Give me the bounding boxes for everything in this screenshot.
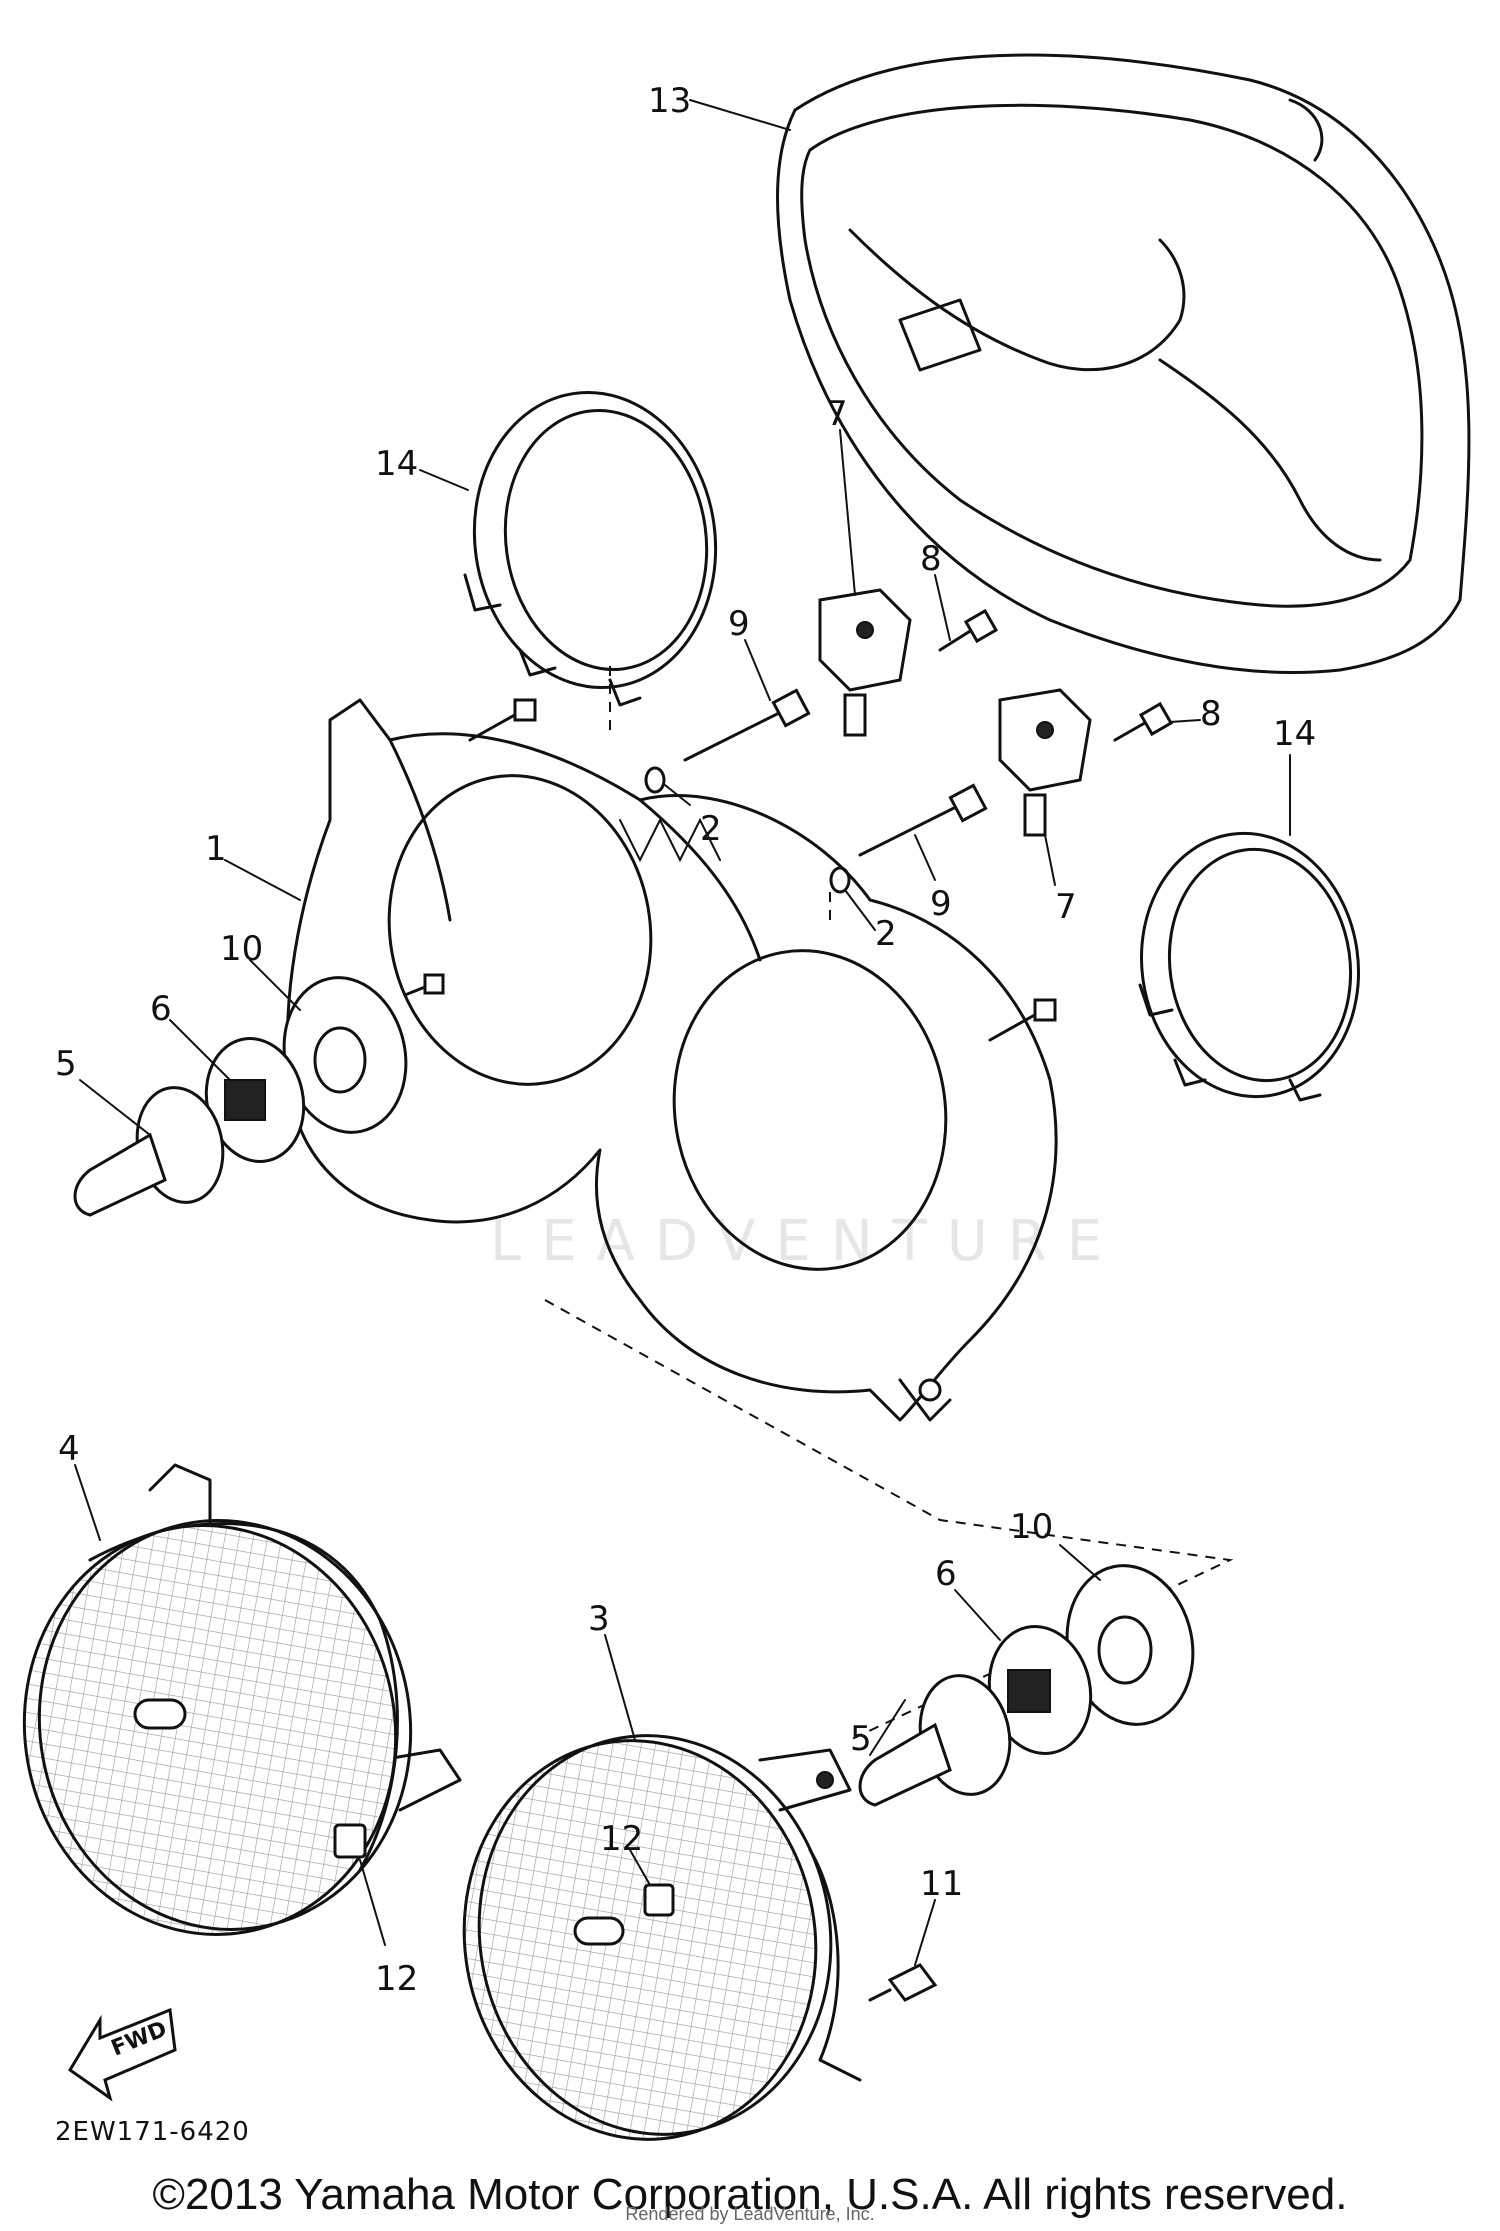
callout-14-right: 14 bbox=[1273, 714, 1316, 754]
callout-7-upper: 7 bbox=[826, 394, 848, 434]
callout-8-upper: 8 bbox=[920, 539, 942, 579]
callout-10-right: 10 bbox=[1010, 1507, 1053, 1547]
watermark: LEADVENTURE bbox=[490, 1209, 1122, 1274]
case-bolts bbox=[403, 698, 1057, 1042]
part-5-bulb-left bbox=[73, 1086, 225, 1217]
callout-5-right: 5 bbox=[850, 1719, 872, 1759]
part-10-cover-right bbox=[1065, 1564, 1195, 1726]
callout-9-lower: 9 bbox=[930, 884, 952, 924]
callout-1: 1 bbox=[205, 829, 227, 869]
callout-4: 4 bbox=[58, 1429, 80, 1469]
callout-12-left: 12 bbox=[375, 1959, 418, 1999]
leader-lines bbox=[74, 99, 1291, 1966]
callout-labels: 13 14 7 8 9 2 1 10 6 5 8 14 9 2 7 4 3 10… bbox=[55, 81, 1316, 1999]
part-13-cowl bbox=[776, 53, 1471, 675]
callout-12-right: 12 bbox=[600, 1819, 643, 1859]
part-8-screw-lower bbox=[1113, 701, 1174, 742]
diagram-code: 2EW171-6420 bbox=[55, 2117, 250, 2147]
part-11-position-bulb bbox=[868, 1963, 938, 2002]
callout-11: 11 bbox=[920, 1864, 963, 1904]
part-2-nut-lower bbox=[829, 866, 851, 894]
part-2-nut-upper bbox=[644, 766, 666, 794]
part-1-headlight-case bbox=[285, 698, 1058, 1422]
part-7-adjuster-upper bbox=[818, 588, 912, 737]
part-14-rim-right bbox=[1138, 831, 1361, 1102]
part-9-adjust-screw-lower bbox=[858, 783, 988, 857]
part-5-bulb-right bbox=[858, 1674, 1012, 1807]
part-12-grommet-left bbox=[333, 1823, 367, 1859]
copyright-notice: ©2013 Yamaha Motor Corporation, U.S.A. A… bbox=[152, 2170, 1348, 2219]
part-12-grommet-right bbox=[643, 1883, 675, 1917]
part-9-adjust-screw-upper bbox=[683, 688, 811, 762]
part-4-headlight-unit-left bbox=[22, 1463, 462, 1936]
rendered-by-notice: Rendered by LeadVenture, Inc. bbox=[625, 2204, 875, 2224]
callout-6-left: 6 bbox=[150, 989, 172, 1029]
callout-6-right: 6 bbox=[935, 1554, 957, 1594]
callout-3: 3 bbox=[588, 1599, 610, 1639]
part-7-adjuster-lower bbox=[998, 688, 1092, 837]
part-8-screw-upper bbox=[938, 608, 999, 652]
callout-13: 13 bbox=[648, 81, 691, 121]
part-10-cover-left bbox=[282, 976, 408, 1134]
callout-2-lower: 2 bbox=[875, 914, 897, 954]
callout-9-upper: 9 bbox=[728, 604, 750, 644]
part-6-socket-left bbox=[204, 1037, 306, 1163]
callout-14-left: 14 bbox=[375, 444, 418, 484]
callout-7-lower: 7 bbox=[1055, 887, 1077, 927]
callout-10-left: 10 bbox=[220, 929, 263, 969]
fwd-arrow: FWD bbox=[67, 2007, 177, 2102]
callout-5-left: 5 bbox=[55, 1044, 77, 1084]
callout-8-lower: 8 bbox=[1200, 694, 1222, 734]
part-6-socket-right bbox=[987, 1625, 1093, 1755]
part-3-headlight-unit-right bbox=[462, 1734, 862, 2141]
part-14-rim-left bbox=[463, 390, 718, 707]
callout-2-upper: 2 bbox=[700, 809, 722, 849]
